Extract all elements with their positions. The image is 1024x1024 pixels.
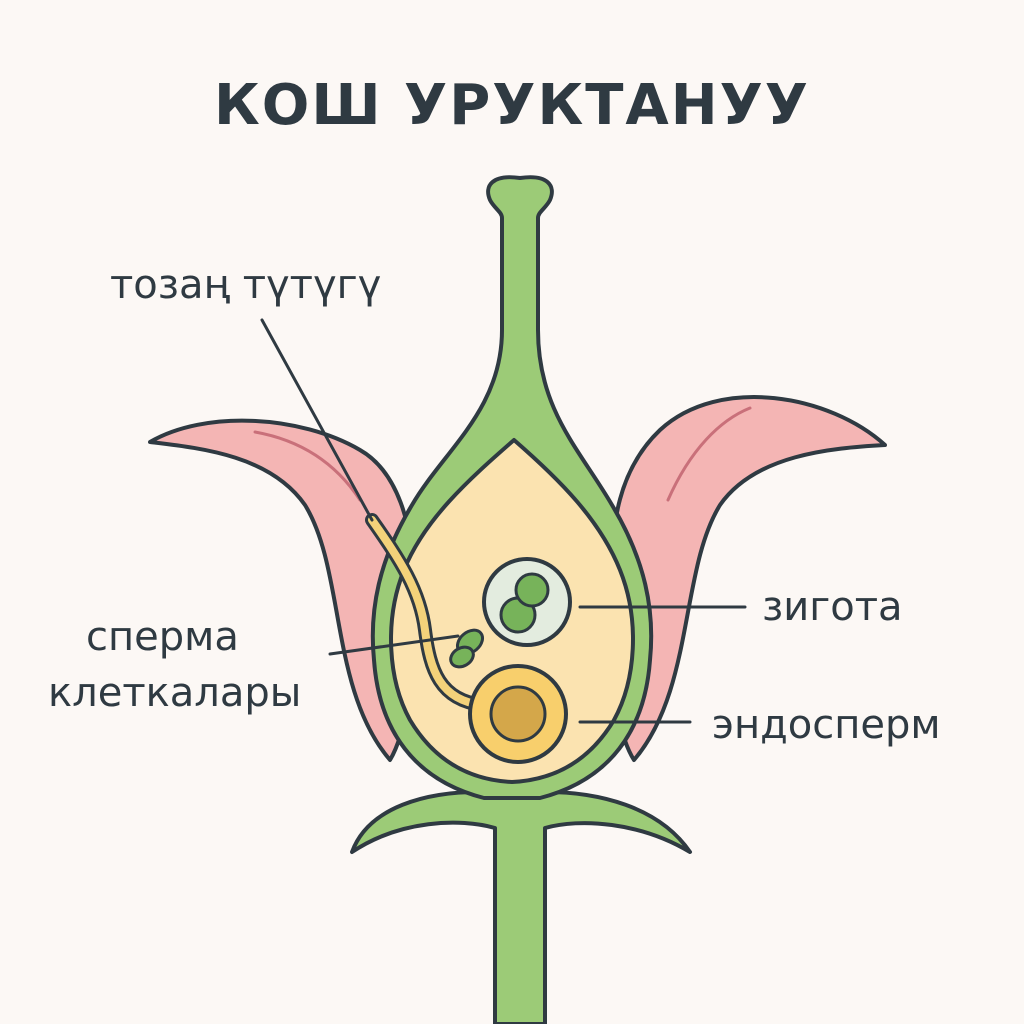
pollen-tube — [365, 513, 489, 712]
sperm-cells-leader — [328, 634, 460, 656]
zygote-nucleus — [514, 572, 550, 608]
endosperm-nucleus — [489, 685, 547, 743]
sperm-cell — [449, 645, 475, 669]
left-petal-vein — [253, 430, 362, 502]
pollen-tube-label: тозаң түтүгү — [110, 262, 381, 308]
sperm-cells-label-line2: клеткалары — [48, 670, 301, 716]
zygote — [482, 557, 572, 647]
right-petal-vein — [666, 406, 752, 502]
pollen-tube-leader — [260, 318, 374, 522]
zygote-label: зигота — [762, 584, 903, 630]
sepals-and-stem — [350, 789, 692, 1024]
sperm-cells-label-line1: сперма — [86, 614, 239, 660]
diagram-title: КОШ УРУКТАНУУ — [214, 73, 810, 138]
endosperm — [468, 664, 568, 764]
endosperm-label: эндосперм — [712, 702, 941, 748]
